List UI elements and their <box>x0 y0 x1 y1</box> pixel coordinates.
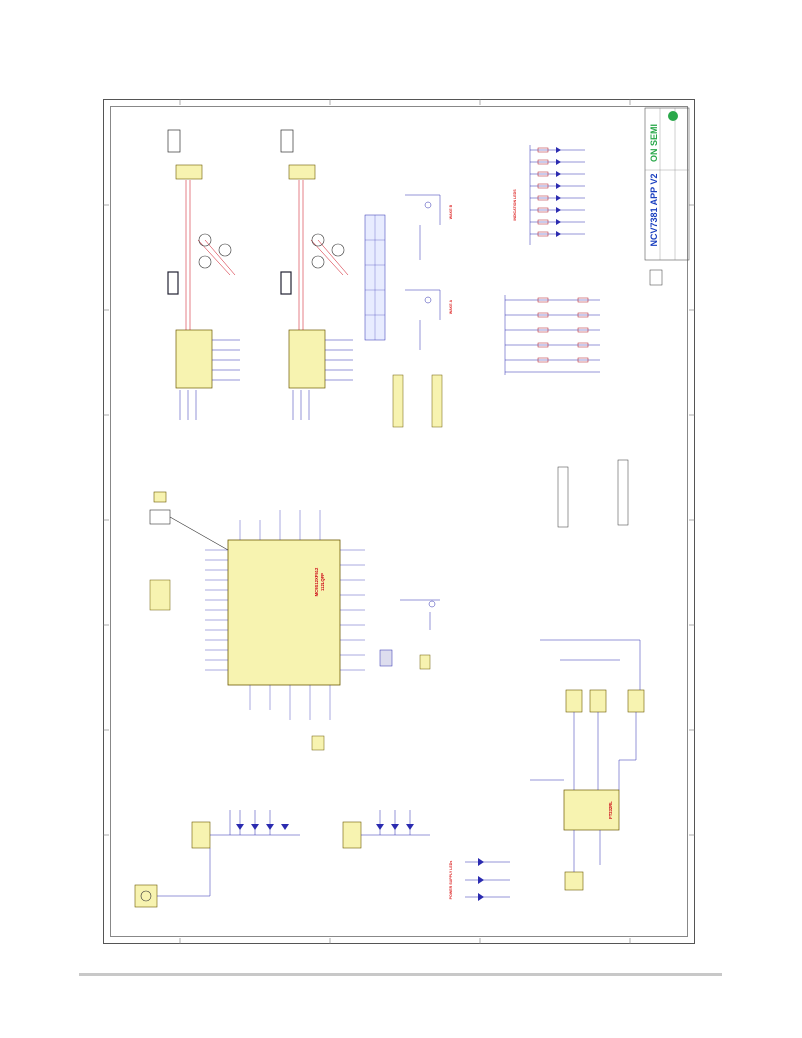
flexray-channel-a <box>167 129 240 420</box>
optocoupler-2 <box>589 689 607 713</box>
optocoupler-3 <box>627 689 645 713</box>
connector-b <box>280 129 294 153</box>
common-mode-choke-b <box>280 271 292 295</box>
power-supply-leds <box>465 858 510 901</box>
mcu-package-label: 112LQFP <box>320 573 325 591</box>
mcu-part-label: MC9S12XF512 <box>314 567 319 596</box>
optocoupler-1 <box>565 689 583 713</box>
mcu-regulator <box>311 735 325 751</box>
power-jack <box>134 884 158 908</box>
transceiver-chip-b <box>288 329 326 389</box>
crystal-oscillator <box>149 491 229 551</box>
header-j1 <box>392 374 404 428</box>
esd-array-b <box>288 164 316 180</box>
esd-array-a <box>175 164 203 180</box>
title-block <box>644 107 690 261</box>
flexray-channel-b <box>280 129 353 420</box>
wake-circuits <box>405 194 441 350</box>
common-mode-choke-a <box>167 271 179 295</box>
mcu-chip <box>227 539 341 686</box>
mcu-block <box>205 510 365 720</box>
indication-leds-label: INDICATION LEDS <box>513 189 517 221</box>
usb-interface <box>530 639 645 891</box>
usb-part-label: FT232RL <box>608 801 613 819</box>
wake-b-label: WAKE B <box>449 204 453 219</box>
header-j4 <box>617 459 629 526</box>
zone-ticks <box>103 99 695 944</box>
usb-chip <box>563 789 620 831</box>
reset-circuit <box>400 599 440 630</box>
company-name: ON SEMI <box>649 124 659 162</box>
bdm-connector <box>379 649 431 670</box>
regulator-u1 <box>191 821 211 849</box>
small-connector <box>649 269 663 286</box>
footer-rule <box>79 973 722 976</box>
drawing-title: NCV7381 APP V2 <box>649 173 659 246</box>
power-supply-leds-label: POWER SUPPLY LEDs <box>449 861 453 900</box>
usb-connector <box>564 871 584 891</box>
header-j2 <box>431 374 443 428</box>
wake-a-label: WAKE A <box>449 299 453 314</box>
connector-a <box>167 129 181 153</box>
indication-leds <box>529 145 585 245</box>
resistor-bank <box>504 295 600 375</box>
power-supply <box>134 810 430 908</box>
regulator-u2 <box>342 821 362 849</box>
on-semi-logo-icon <box>668 111 678 121</box>
header-j3 <box>557 466 569 528</box>
pll-filter <box>149 579 171 611</box>
transceiver-chip-a <box>175 329 213 389</box>
sheet-border <box>110 106 688 937</box>
